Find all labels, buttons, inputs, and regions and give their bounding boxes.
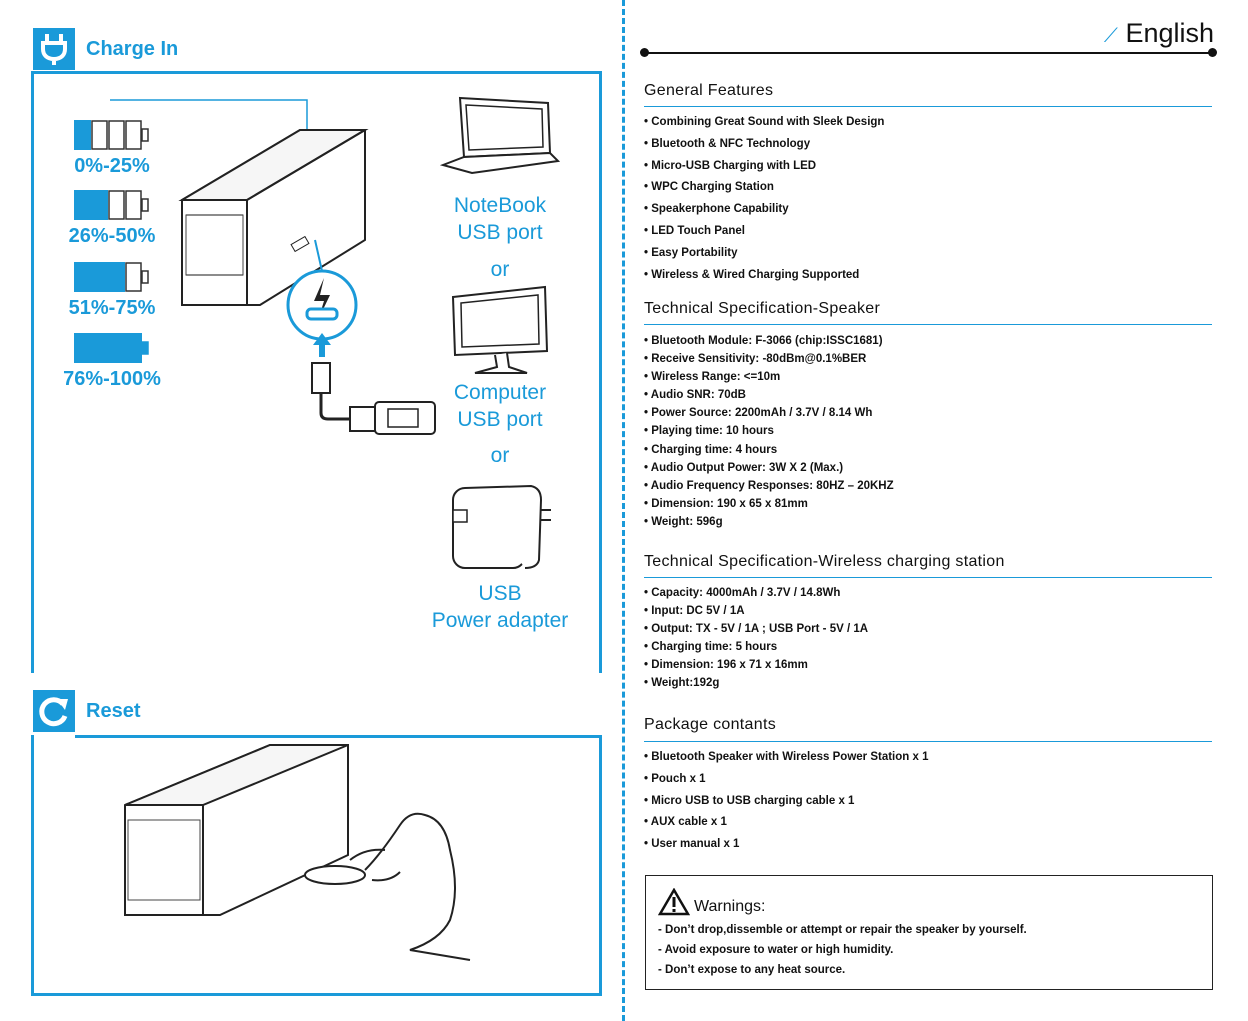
list-item: Weight: 596g (644, 513, 894, 531)
list-item: Charging time: 4 hours (644, 441, 894, 459)
list-item: Charging time: 5 hours (644, 638, 868, 656)
list-item: Bluetooth & NFC Technology (644, 134, 884, 156)
source-line2: USB port (457, 221, 543, 244)
section-title: Technical Specification-Speaker (644, 300, 881, 317)
reset-badge (33, 690, 75, 732)
list-item: Receive Sensitivity: -80dBm@0.1%BER (644, 350, 894, 368)
usb-power-adapter-label: USB Power adapter (420, 580, 580, 634)
charge-in-frame (31, 71, 602, 673)
reset-frame (31, 735, 602, 996)
list-item: Output: TX - 5V / 1A ; USB Port - 5V / 1… (644, 620, 868, 638)
reset-frame-top (75, 735, 599, 738)
monitor-icon (451, 285, 549, 374)
panel-divider (622, 0, 625, 1021)
battery-icon (74, 333, 149, 363)
or-label: or (490, 258, 510, 281)
or-label: or (490, 444, 510, 467)
list-item: Speakerphone Capability (644, 199, 884, 221)
list-item: AUX cable x 1 (644, 812, 928, 834)
source-line1: USB (478, 582, 522, 605)
list-item: Audio Output Power: 3W X 2 (Max.) (644, 459, 894, 477)
section-rule (644, 106, 1212, 107)
warnings-title: Warnings: (694, 898, 766, 915)
list-item: Audio Frequency Responses: 80HZ – 20KHZ (644, 477, 894, 495)
list-item: User manual x 1 (644, 834, 928, 856)
list-item: Wireless Range: <=10m (644, 368, 894, 386)
laptop-icon (440, 96, 560, 175)
list-item: Wireless & Wired Charging Supported (644, 265, 884, 287)
section-rule (644, 577, 1212, 578)
list-item: Capacity: 4000mAh / 3.7V / 14.8Wh (644, 584, 868, 602)
battery-icon (74, 190, 149, 220)
warning-item: Don’t expose to any heat source. (658, 964, 1027, 984)
battery-icon (74, 262, 149, 292)
speaker-reset-illustration (124, 744, 471, 961)
language-pointer-icon: ⟋ (1103, 25, 1118, 47)
list-item: Dimension: 190 x 65 x 81mm (644, 495, 894, 513)
rule-dot-right (1208, 48, 1217, 57)
wireless-spec-list: Capacity: 4000mAh / 3.7V / 14.8Wh Input:… (644, 584, 868, 693)
source-line2: USB port (457, 408, 543, 431)
list-item: Weight:192g (644, 674, 868, 692)
source-line1: NoteBook (453, 194, 547, 217)
language-heading: ⟋ English (1104, 18, 1214, 49)
speaker-charging-illustration (110, 99, 436, 435)
section-rule (644, 741, 1212, 742)
power-adapter-icon (452, 484, 551, 569)
notebook-usb-label: NoteBook USB port (430, 192, 570, 246)
battery-level-label: 0%-25% (74, 155, 150, 177)
reset-title: Reset (86, 700, 141, 722)
language-rule (644, 52, 1212, 54)
list-item: Micro-USB Charging with LED (644, 156, 884, 178)
language-label: English (1125, 18, 1214, 48)
battery-level-label: 76%-100% (63, 368, 161, 390)
rule-dot-left (640, 48, 649, 57)
reset-icon (39, 697, 68, 727)
plug-icon (41, 34, 67, 65)
list-item: Pouch x 1 (644, 769, 928, 791)
charge-in-badge (33, 28, 75, 70)
list-item: Bluetooth Module: F-3066 (chip:ISSC1681) (644, 332, 894, 350)
section-title: Package contants (644, 716, 776, 733)
section-title: Technical Specification-Wireless chargin… (644, 553, 1005, 570)
list-item: Audio SNR: 70dB (644, 386, 894, 404)
list-item: LED Touch Panel (644, 221, 884, 243)
source-line1: Computer (453, 381, 547, 404)
list-item: Micro USB to USB charging cable x 1 (644, 791, 928, 813)
section-title: General Features (644, 82, 774, 99)
section-rule (644, 324, 1212, 325)
list-item: Power Source: 2200mAh / 3.7V / 8.14 Wh (644, 404, 894, 422)
warnings-list: Don’t drop,dissemble or attempt or repai… (658, 924, 1027, 984)
warnings-box: Warnings: Don’t drop,dissemble or attemp… (645, 875, 1213, 990)
battery-level-label: 26%-50% (68, 225, 156, 247)
list-item: Combining Great Sound with Sleek Design (644, 112, 884, 134)
list-item: Easy Portability (644, 243, 884, 265)
computer-usb-label: Computer USB port (430, 379, 570, 433)
package-contents-list: Bluetooth Speaker with Wireless Power St… (644, 747, 929, 856)
general-features-list: Combining Great Sound with Sleek Design … (644, 112, 884, 286)
battery-icon (74, 120, 149, 150)
warning-triangle-icon (658, 888, 690, 916)
list-item: Input: DC 5V / 1A (644, 602, 868, 620)
list-item: Dimension: 196 x 71 x 16mm (644, 656, 868, 674)
charge-in-title: Charge In (86, 38, 179, 60)
speaker-spec-list: Bluetooth Module: F-3066 (chip:ISSC1681)… (644, 332, 894, 531)
source-line2: Power adapter (431, 609, 569, 632)
list-item: Playing time: 10 hours (644, 422, 894, 440)
list-item: WPC Charging Station (644, 177, 884, 199)
warning-item: Don’t drop,dissemble or attempt or repai… (658, 924, 1027, 944)
warning-item: Avoid exposure to water or high humidity… (658, 944, 1027, 964)
battery-level-label: 51%-75% (68, 297, 156, 319)
list-item: Bluetooth Speaker with Wireless Power St… (644, 747, 928, 769)
